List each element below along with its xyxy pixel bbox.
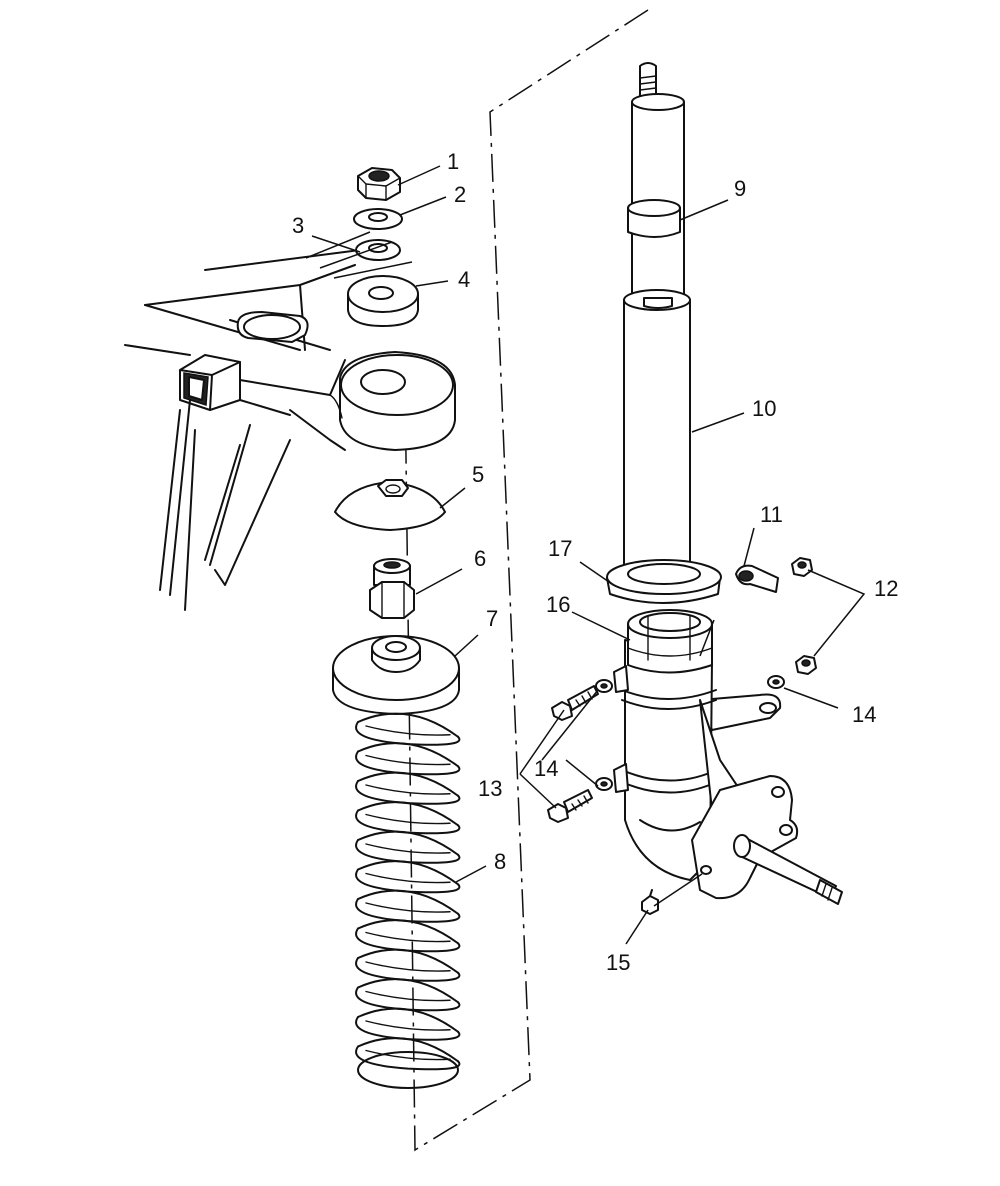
spring-coil-back [357,1007,459,1033]
callout-3: 3 [292,213,304,238]
hex-nut-part [357,167,401,201]
washer-part-14 [595,675,785,791]
spring-cap-part [332,635,460,715]
spring-coil-inner [365,902,451,913]
callout-17: 17 [548,536,572,561]
spring-coil-inner [365,754,451,766]
callout-2: 2 [454,182,466,207]
nut-part-upper [791,557,813,577]
callout-14-left: 14 [534,756,558,781]
spacer-washer-part [355,239,401,261]
callout-12: 12 [874,576,898,601]
seat-ring-part [606,559,722,604]
callout-4: 4 [458,267,470,292]
callout-labels: 1 2 3 4 5 6 7 8 9 10 11 12 13 14 14 15 1… [292,149,898,975]
spring-coil-inner [365,843,451,854]
spring-coil-inner [365,872,451,884]
spring-coil-back [357,712,459,738]
clamp-part [735,564,779,593]
callout-14-right: 14 [852,702,876,727]
callout-1: 1 [447,149,459,174]
grease-fitting-part [641,889,659,915]
dome-cap-part [334,479,446,531]
spring-coil-inner [365,813,451,825]
spring-coil-back [357,1037,459,1063]
frame-arm [124,249,456,611]
bolt-part-lower [547,789,593,823]
spring-coil-back [357,978,459,1004]
spring-coil-inner [365,1020,451,1031]
spring-coil-back [357,830,459,856]
callout-5: 5 [472,462,484,487]
spring-coil-back [357,771,459,797]
nut-part-lower [795,655,817,675]
coupling-nut-part [369,558,415,619]
bushing-part [347,275,419,327]
spring-coil-inner [365,931,451,943]
coil-spring-part [355,712,461,1089]
spring-coil-back [357,919,459,945]
spring-base-coil [357,1051,459,1089]
spring-coil-back [357,801,459,827]
spring-coil-inner [365,990,451,1002]
spring-coil-inner [365,725,451,736]
callout-7: 7 [486,606,498,631]
callout-6: 6 [474,546,486,571]
callout-11: 11 [760,502,783,527]
leader-lines [305,165,866,945]
washer-part [353,208,403,230]
callout-9: 9 [734,176,746,201]
spring-coil-back [357,948,459,974]
callout-10: 10 [752,396,776,421]
callout-16: 16 [546,592,570,617]
spindle-knuckle-part [613,609,843,905]
spring-coil-back [357,889,459,915]
shock-absorber-part [623,62,691,574]
callout-8: 8 [494,849,506,874]
callout-13: 13 [478,776,502,801]
spring-coil-inner [365,961,451,972]
spring-coil-back [357,860,459,886]
bolt-part-upper [551,685,599,721]
spring-coil-back [357,742,459,768]
spring-coil-inner [365,1049,451,1061]
callout-15: 15 [606,950,630,975]
assembly-axis-line [404,9,649,1152]
spring-coil-inner [365,784,451,795]
